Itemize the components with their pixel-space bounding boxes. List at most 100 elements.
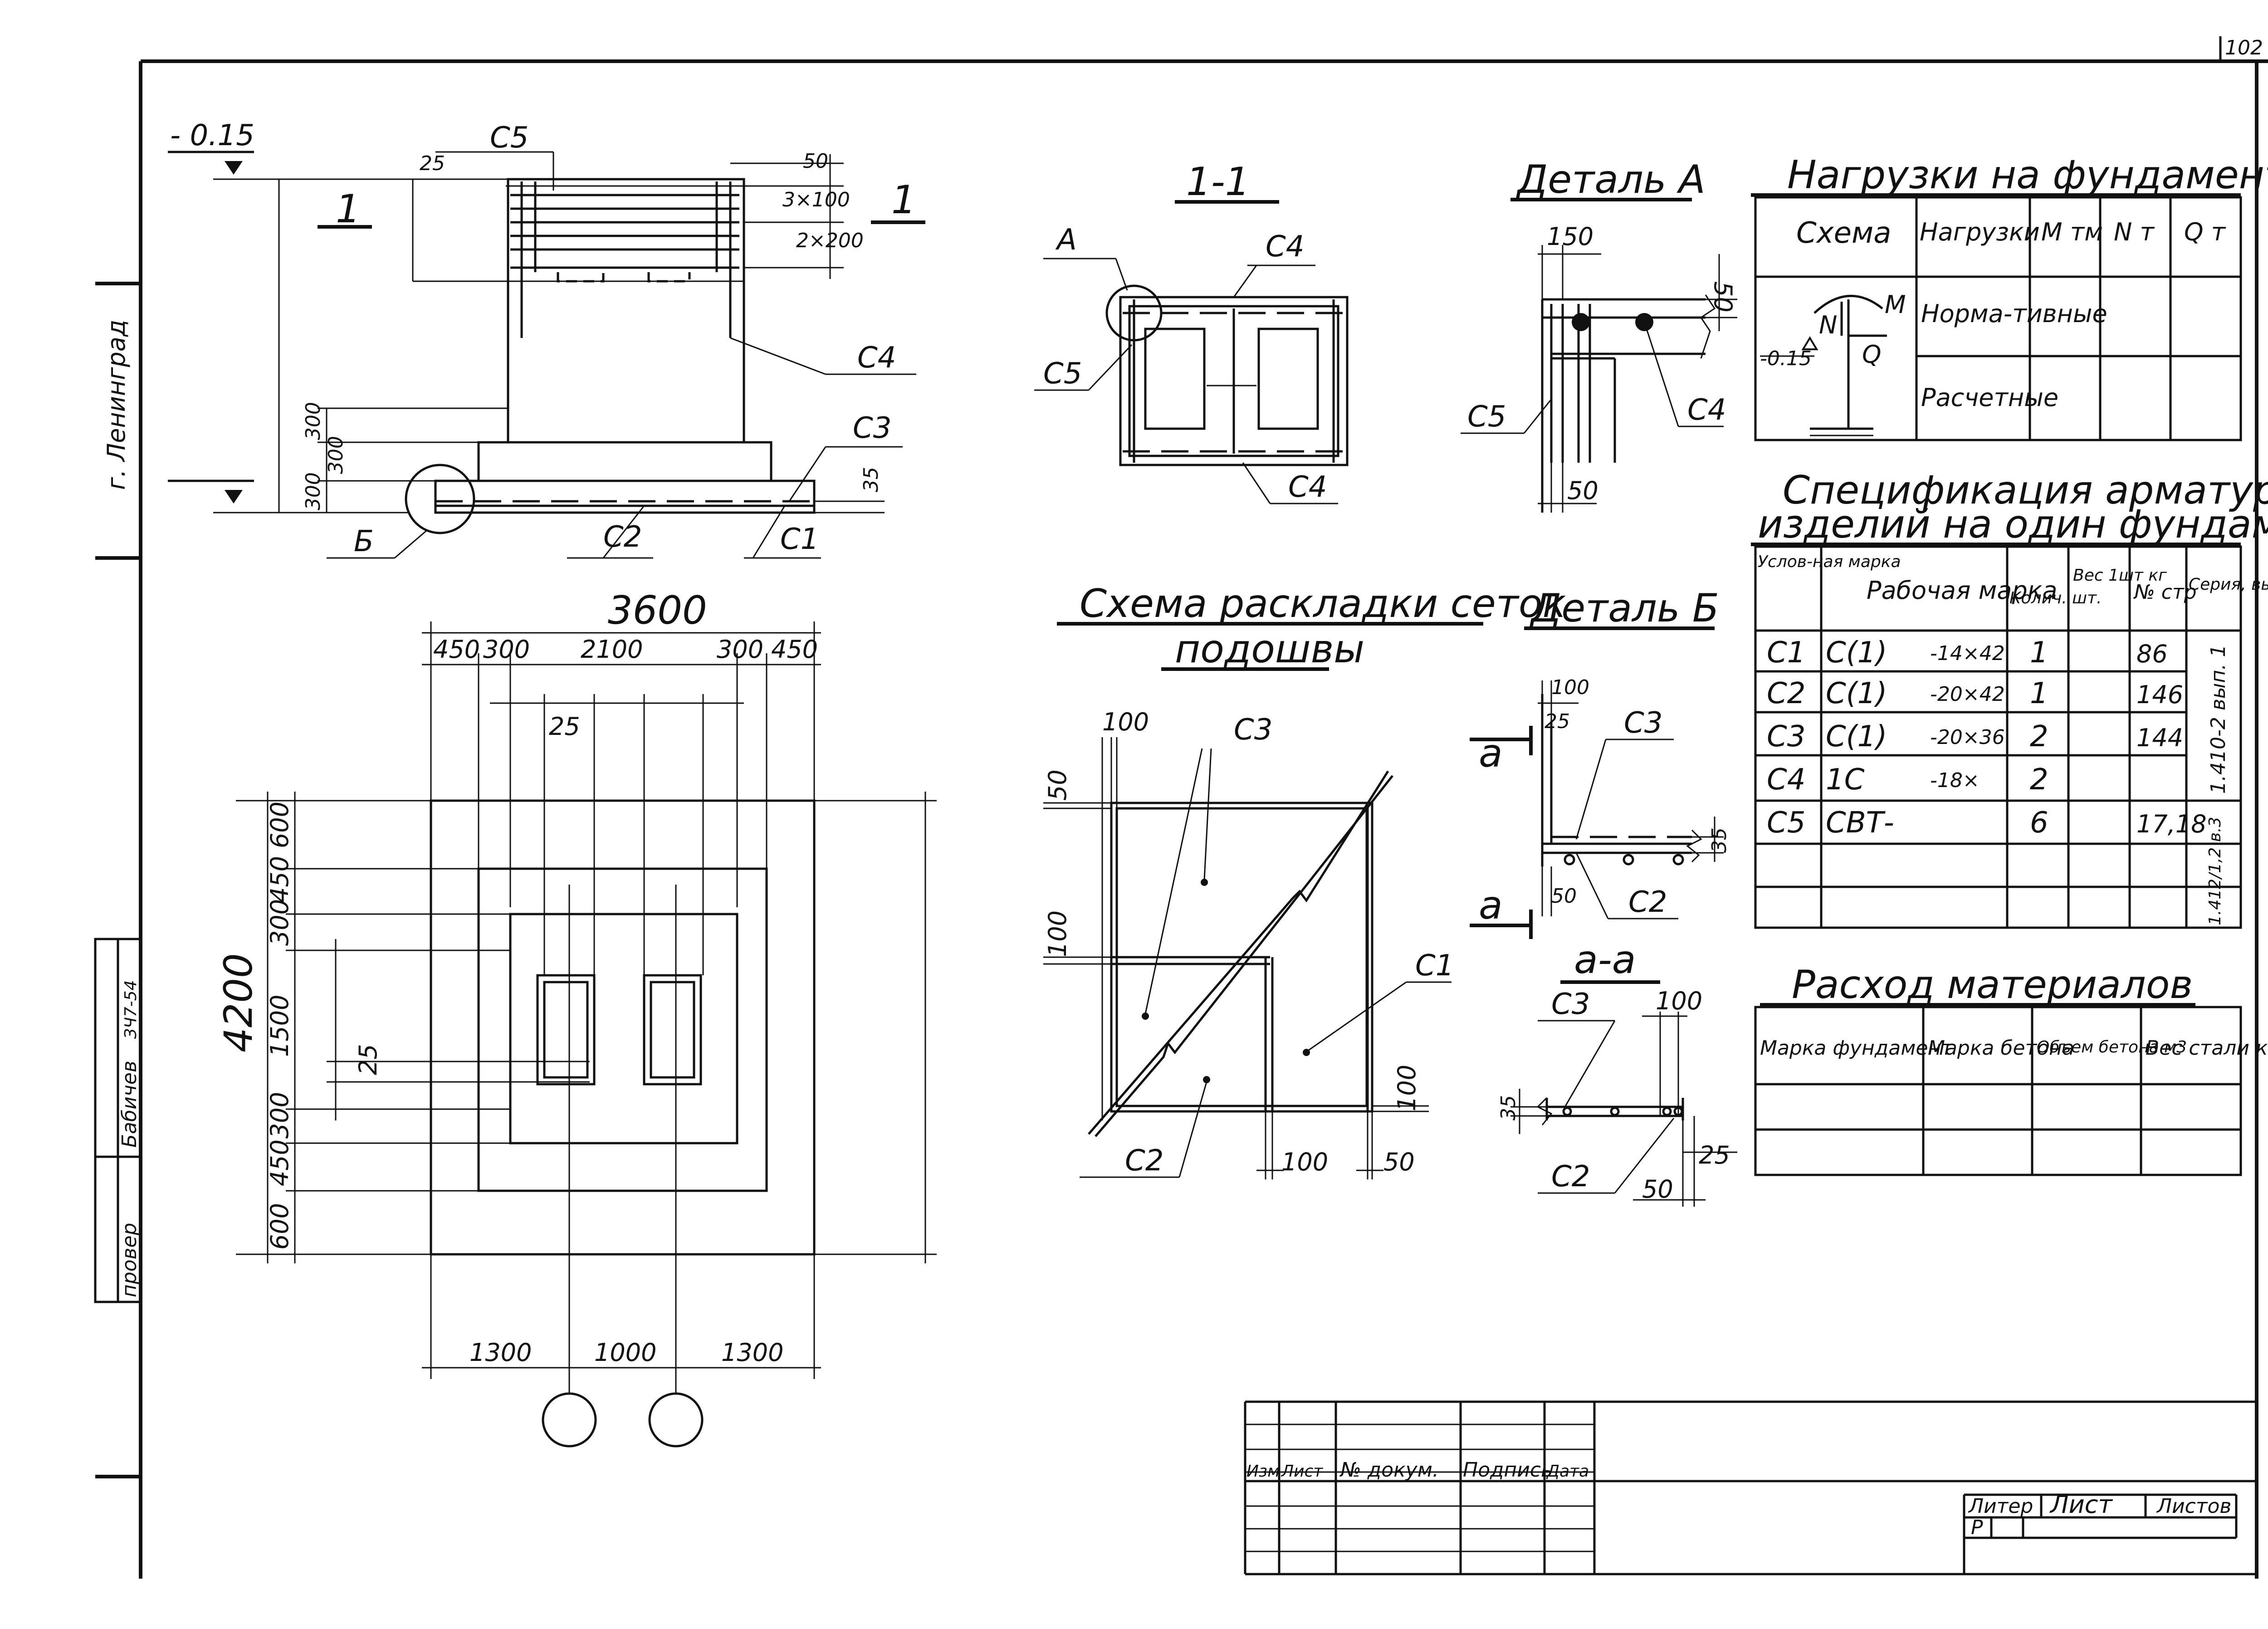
plan-top-dim-5: 450 — [771, 635, 818, 664]
detail-a: Деталь А 150 50 50 С5 С4 — [1461, 157, 1737, 513]
materials-header-volume: Объем бетона м3 — [2037, 1038, 2187, 1057]
plan-left-dim-2: 450 — [265, 856, 294, 903]
detail-b-label-c2: С2 — [1628, 885, 1667, 919]
plan-bottom-dim-2: 1000 — [594, 1338, 656, 1367]
spec-row-3-mark: С3 — [1767, 720, 1805, 753]
title-block-header-doc: № докум. — [1339, 1458, 1439, 1482]
spec-row-3-work: С(1) — [1826, 720, 1887, 753]
mesh-layout-scheme: Схема раскладки сеток подошвы С3 С1 С2 1 — [1043, 581, 1566, 1179]
loads-row-design: Расчетные — [1921, 383, 2058, 412]
label-c4-bottom: С4 — [1288, 470, 1327, 504]
spec-row-5-work: СВТ- — [1826, 806, 1894, 840]
spec-row-4-work: 1С — [1826, 763, 1865, 797]
plan-bottom-dim-3: 1300 — [721, 1338, 783, 1367]
mesh-label-c1: С1 — [1415, 949, 1454, 983]
spec-series-2: 1.412/1,2 в.3 — [2206, 817, 2224, 925]
materials-header-concrete: Марка бетона — [1928, 1037, 2074, 1060]
spec-row-2-work: С(1) — [1826, 677, 1887, 710]
mesh-dim-100-right: 100 — [1393, 1065, 1421, 1111]
loads-table: Нагрузки на фундамент Схема Нагрузки М т… — [1751, 152, 2268, 441]
detail-a-label-c5: С5 — [1467, 400, 1506, 434]
spec-header-weight: Вес 1шт кг — [2073, 566, 2167, 585]
side-stamp-code: ЗЧ7-54 — [122, 980, 140, 1039]
title-block-sheet: Лист — [2049, 1490, 2113, 1519]
label-detail-b-callout: Б — [354, 525, 374, 558]
spec-table-title-1: Спецификация арматурных — [1783, 468, 2268, 513]
sheet-frame: 102 — [95, 36, 2268, 1579]
dim-3x100: 3×100 — [782, 188, 850, 211]
spec-row-1-work: С(1) — [1826, 636, 1887, 670]
detail-b-mark-a-top: а — [1479, 731, 1503, 776]
spec-row-2-qty: 1 — [2030, 677, 2048, 710]
plan-top-dim-3: 2100 — [581, 635, 643, 664]
mesh-label-c2: С2 — [1125, 1144, 1163, 1178]
foundation-plan-view: 3600 450 300 2100 300 450 25 4200 — [216, 588, 937, 1448]
spec-row-5-page: 17,18 — [2136, 810, 2207, 838]
dim-25: 25 — [420, 152, 445, 175]
loads-header-loads: Нагрузки — [1920, 218, 2040, 246]
spec-header-work: Рабочая марка — [1867, 576, 2057, 605]
plan-top-dim-2: 300 — [483, 635, 530, 664]
section-a-a-dim-25: 25 — [1699, 1141, 1730, 1169]
section-a-a-dim-100: 100 — [1656, 987, 1702, 1015]
title-block-header-list: Лист — [1281, 1462, 1323, 1481]
detail-a-callout — [1105, 284, 1163, 342]
plan-column — [509, 913, 738, 1145]
section-mark-right: 1 — [891, 177, 916, 223]
spec-row-1-size: -14×42 — [1930, 642, 2005, 665]
plan-top-dim-4: 300 — [717, 635, 763, 664]
label-c4-top: С4 — [1266, 230, 1304, 264]
mesh-layout-title-1: Схема раскладки сеток — [1080, 581, 1566, 626]
dim-300a: 300 — [302, 402, 325, 440]
plan-slab-2 — [477, 867, 768, 1192]
spec-row-1-qty: 1 — [2030, 636, 2048, 670]
mesh-label-c3: С3 — [1234, 713, 1272, 747]
foundation-section-view: - 0.15 1 1 50 3×100 2×200 — [168, 119, 925, 559]
loads-row-normative: Норма-тивные — [1921, 299, 2107, 328]
spec-row-3-size: -20×36 — [1930, 726, 2005, 749]
spec-row-2-page: 146 — [2136, 680, 2183, 709]
detail-b-dim-100: 100 — [1551, 676, 1589, 699]
plan-left-dim-5: 300 — [265, 1092, 294, 1139]
spec-row-5-mark: С5 — [1767, 806, 1805, 840]
page-number: 102 — [2225, 36, 2263, 59]
section-1-1: 1-1 А С4 С5 С4 — [1034, 159, 1349, 504]
spec-header-page: № стр — [2133, 581, 2197, 604]
detail-a-dim-150: 150 — [1547, 222, 1593, 251]
side-stamp: г. Ленинград провер Бабичев ЗЧ7-54 — [94, 320, 142, 1303]
mesh-dim-100-left: 100 — [1043, 910, 1072, 957]
loads-header-n: N т — [2114, 218, 2155, 246]
plan-left-dim-1: 600 — [265, 802, 294, 848]
section-a-a-dim-35: 35 — [1497, 1095, 1520, 1120]
plan-width-total: 3600 — [608, 588, 707, 633]
loads-scheme-level: -0.15 — [1760, 347, 1812, 370]
loads-scheme-q: Q — [1862, 340, 1882, 369]
label-c5-1-1: С5 — [1043, 357, 1082, 391]
side-stamp-name: Бабичев — [118, 1061, 141, 1148]
loads-header-m: М тм — [2041, 218, 2103, 246]
label-c4-section: С4 — [857, 341, 896, 375]
spec-header-series: Серия, выпуск — [2189, 575, 2268, 594]
dim-35: 35 — [860, 467, 883, 492]
axis-bubble-left — [542, 1392, 597, 1448]
plan-height-total: 4200 — [216, 953, 261, 1052]
spec-series-1: 1.410-2 вып. 1 — [2207, 645, 2230, 794]
materials-header-steel: Вес стали кг — [2146, 1037, 2268, 1060]
label-c2-section: С2 — [603, 520, 642, 554]
plan-slab-1 — [430, 799, 816, 1256]
detail-b-mark-a-bottom: а — [1479, 883, 1503, 928]
title-block-litera-value: Р — [1971, 1516, 1983, 1539]
spec-row-4-qty: 2 — [2030, 763, 2048, 797]
plan-top-dim-1: 450 — [433, 635, 480, 664]
loads-header-scheme: Схема — [1796, 216, 1891, 250]
detail-b-dim-35: 35 — [1708, 827, 1731, 853]
materials-header-foundation: Марка фундамент — [1760, 1037, 1953, 1060]
section-mark-left: 1 — [336, 186, 361, 232]
loads-table-title: Нагрузки на фундамент — [1787, 152, 2268, 198]
spec-header-qty: Колич. шт. — [2009, 589, 2102, 607]
detail-b: Деталь Б а а 100 25 35 50 С3 С2 — [1470, 586, 1731, 939]
detail-b-callout — [405, 464, 475, 534]
section-a-a-title: а-а — [1574, 937, 1636, 983]
title-block: Изм Лист № докум. Подпись Дата Литер Лис… — [1244, 1400, 2257, 1575]
